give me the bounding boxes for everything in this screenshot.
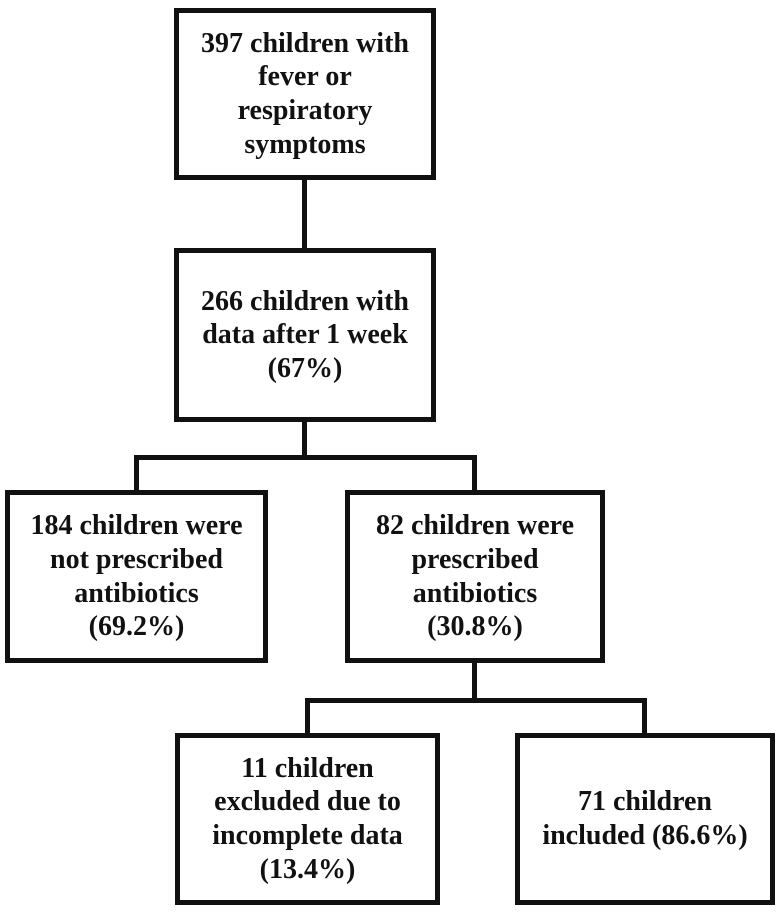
flow-node-antibiotics-text: 82 children were prescribed antibiotics … [375,510,575,643]
flow-node-excluded-incomplete-text: 11 children excluded due to incomplete d… [212,752,403,885]
flow-node-fever-respiratory: 397 children with fever or respiratory s… [174,8,436,180]
flow-node-included-text: 71 children included (86.6%) [542,786,748,851]
connector-drop-excluded [305,698,310,738]
connector-fever-to-followup [302,180,307,248]
connector-drop-included [642,698,647,738]
connector-drop-antibiotics [472,455,477,495]
flow-node-followup-1-week-text: 266 children with data after 1 week (67%… [201,285,409,384]
flow-node-fever-respiratory-text: 397 children with fever or respiratory s… [201,27,409,160]
connector-antibiotics-stem [472,663,477,703]
connector-drop-no-antibiotics [134,455,139,495]
connector-antibiotics-split-bar [305,698,647,703]
connector-followup-split-bar [134,455,477,460]
flow-node-antibiotics: 82 children were prescribed antibiotics … [345,490,605,663]
flow-node-no-antibiotics: 184 children were not prescribed antibio… [5,490,268,663]
flow-node-no-antibiotics-text: 184 children were not prescribed antibio… [30,510,243,643]
flow-node-followup-1-week: 266 children with data after 1 week (67%… [174,248,436,422]
flow-node-excluded-incomplete: 11 children excluded due to incomplete d… [175,733,440,905]
flow-node-included: 71 children included (86.6%) [515,733,775,905]
connector-followup-stem [302,422,307,460]
